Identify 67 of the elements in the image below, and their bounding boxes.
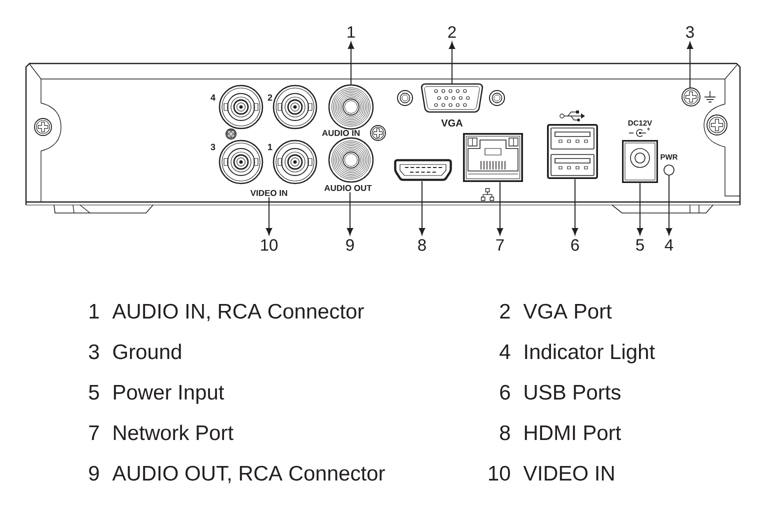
rca-jack	[328, 137, 374, 183]
list-number: 2	[500, 304, 510, 318]
screw	[706, 114, 728, 136]
list-text: AUDIO IN, RCA Connector	[112, 304, 364, 322]
bnc-connector	[272, 140, 318, 184]
list-number: 4	[500, 344, 510, 359]
list-number: 5	[88, 385, 99, 400]
ground-screw	[682, 88, 700, 106]
screw	[226, 128, 236, 140]
list-number: 10	[489, 466, 510, 481]
callout-number: 1	[348, 26, 355, 38]
channel-number: 2	[268, 94, 272, 101]
callout-number: 6	[571, 239, 579, 251]
callout-number: 3	[686, 26, 694, 38]
callout-number: 8	[418, 239, 426, 251]
leader-arrow	[346, 192, 354, 236]
list-text: Indicator Light	[525, 344, 655, 364]
list-number: 3	[88, 344, 99, 360]
leader-arrow	[686, 42, 694, 88]
leader-arrow	[418, 180, 426, 236]
channel-number: 4	[210, 94, 216, 101]
callout-number: 2	[448, 26, 456, 38]
leader-arrow	[666, 174, 672, 236]
port-label: VGA	[441, 119, 463, 127]
port-label: AUDIO IN	[322, 130, 360, 136]
indicator-light	[664, 164, 674, 176]
list-number: 6	[500, 384, 510, 400]
list-text: AUDIO OUT, RCA Connector	[112, 466, 385, 484]
callout-number: 4	[664, 239, 674, 251]
callout-number: 7	[496, 239, 504, 251]
hex-nut	[489, 90, 505, 106]
list-text: Power Input	[114, 385, 224, 404]
vga-port	[420, 83, 484, 113]
hdmi-port	[394, 159, 452, 181]
list-text: HDMI Port	[524, 426, 622, 440]
list-text: VGA Port	[523, 304, 612, 319]
leader-arrow	[348, 42, 354, 85]
screw	[370, 125, 386, 141]
list-text: USB Ports	[524, 384, 620, 400]
port-label: VIDEO IN	[250, 190, 288, 196]
network-port	[463, 133, 523, 182]
leader-arrow	[266, 196, 272, 236]
callout-number: 9	[346, 239, 354, 251]
leader-arrow	[496, 182, 504, 236]
rca-jack	[328, 84, 374, 130]
bnc-connector	[272, 84, 318, 130]
hex-nut	[397, 90, 413, 106]
channel-number: 3	[210, 144, 216, 150]
channel-number: 1	[268, 144, 272, 150]
bnc-connector	[218, 84, 264, 130]
list-text: Ground	[113, 344, 181, 360]
list-number: 9	[89, 466, 99, 481]
power-jack	[622, 140, 658, 183]
callout-number: 5	[636, 239, 644, 251]
list-number: 1	[90, 304, 99, 318]
leader-arrow	[636, 182, 644, 236]
bnc-connector	[218, 140, 264, 184]
leader-arrow	[448, 42, 456, 84]
leader-arrow	[572, 178, 578, 236]
list-text: Network Port	[114, 424, 234, 440]
port-label: AUDIO OUT	[324, 185, 372, 191]
list-number: 7	[89, 426, 99, 440]
callout-number: 10	[261, 239, 278, 251]
list-number: 8	[500, 425, 510, 440]
usb-ports	[547, 124, 598, 179]
screw	[34, 118, 52, 136]
list-text: VIDEO IN	[523, 466, 614, 481]
